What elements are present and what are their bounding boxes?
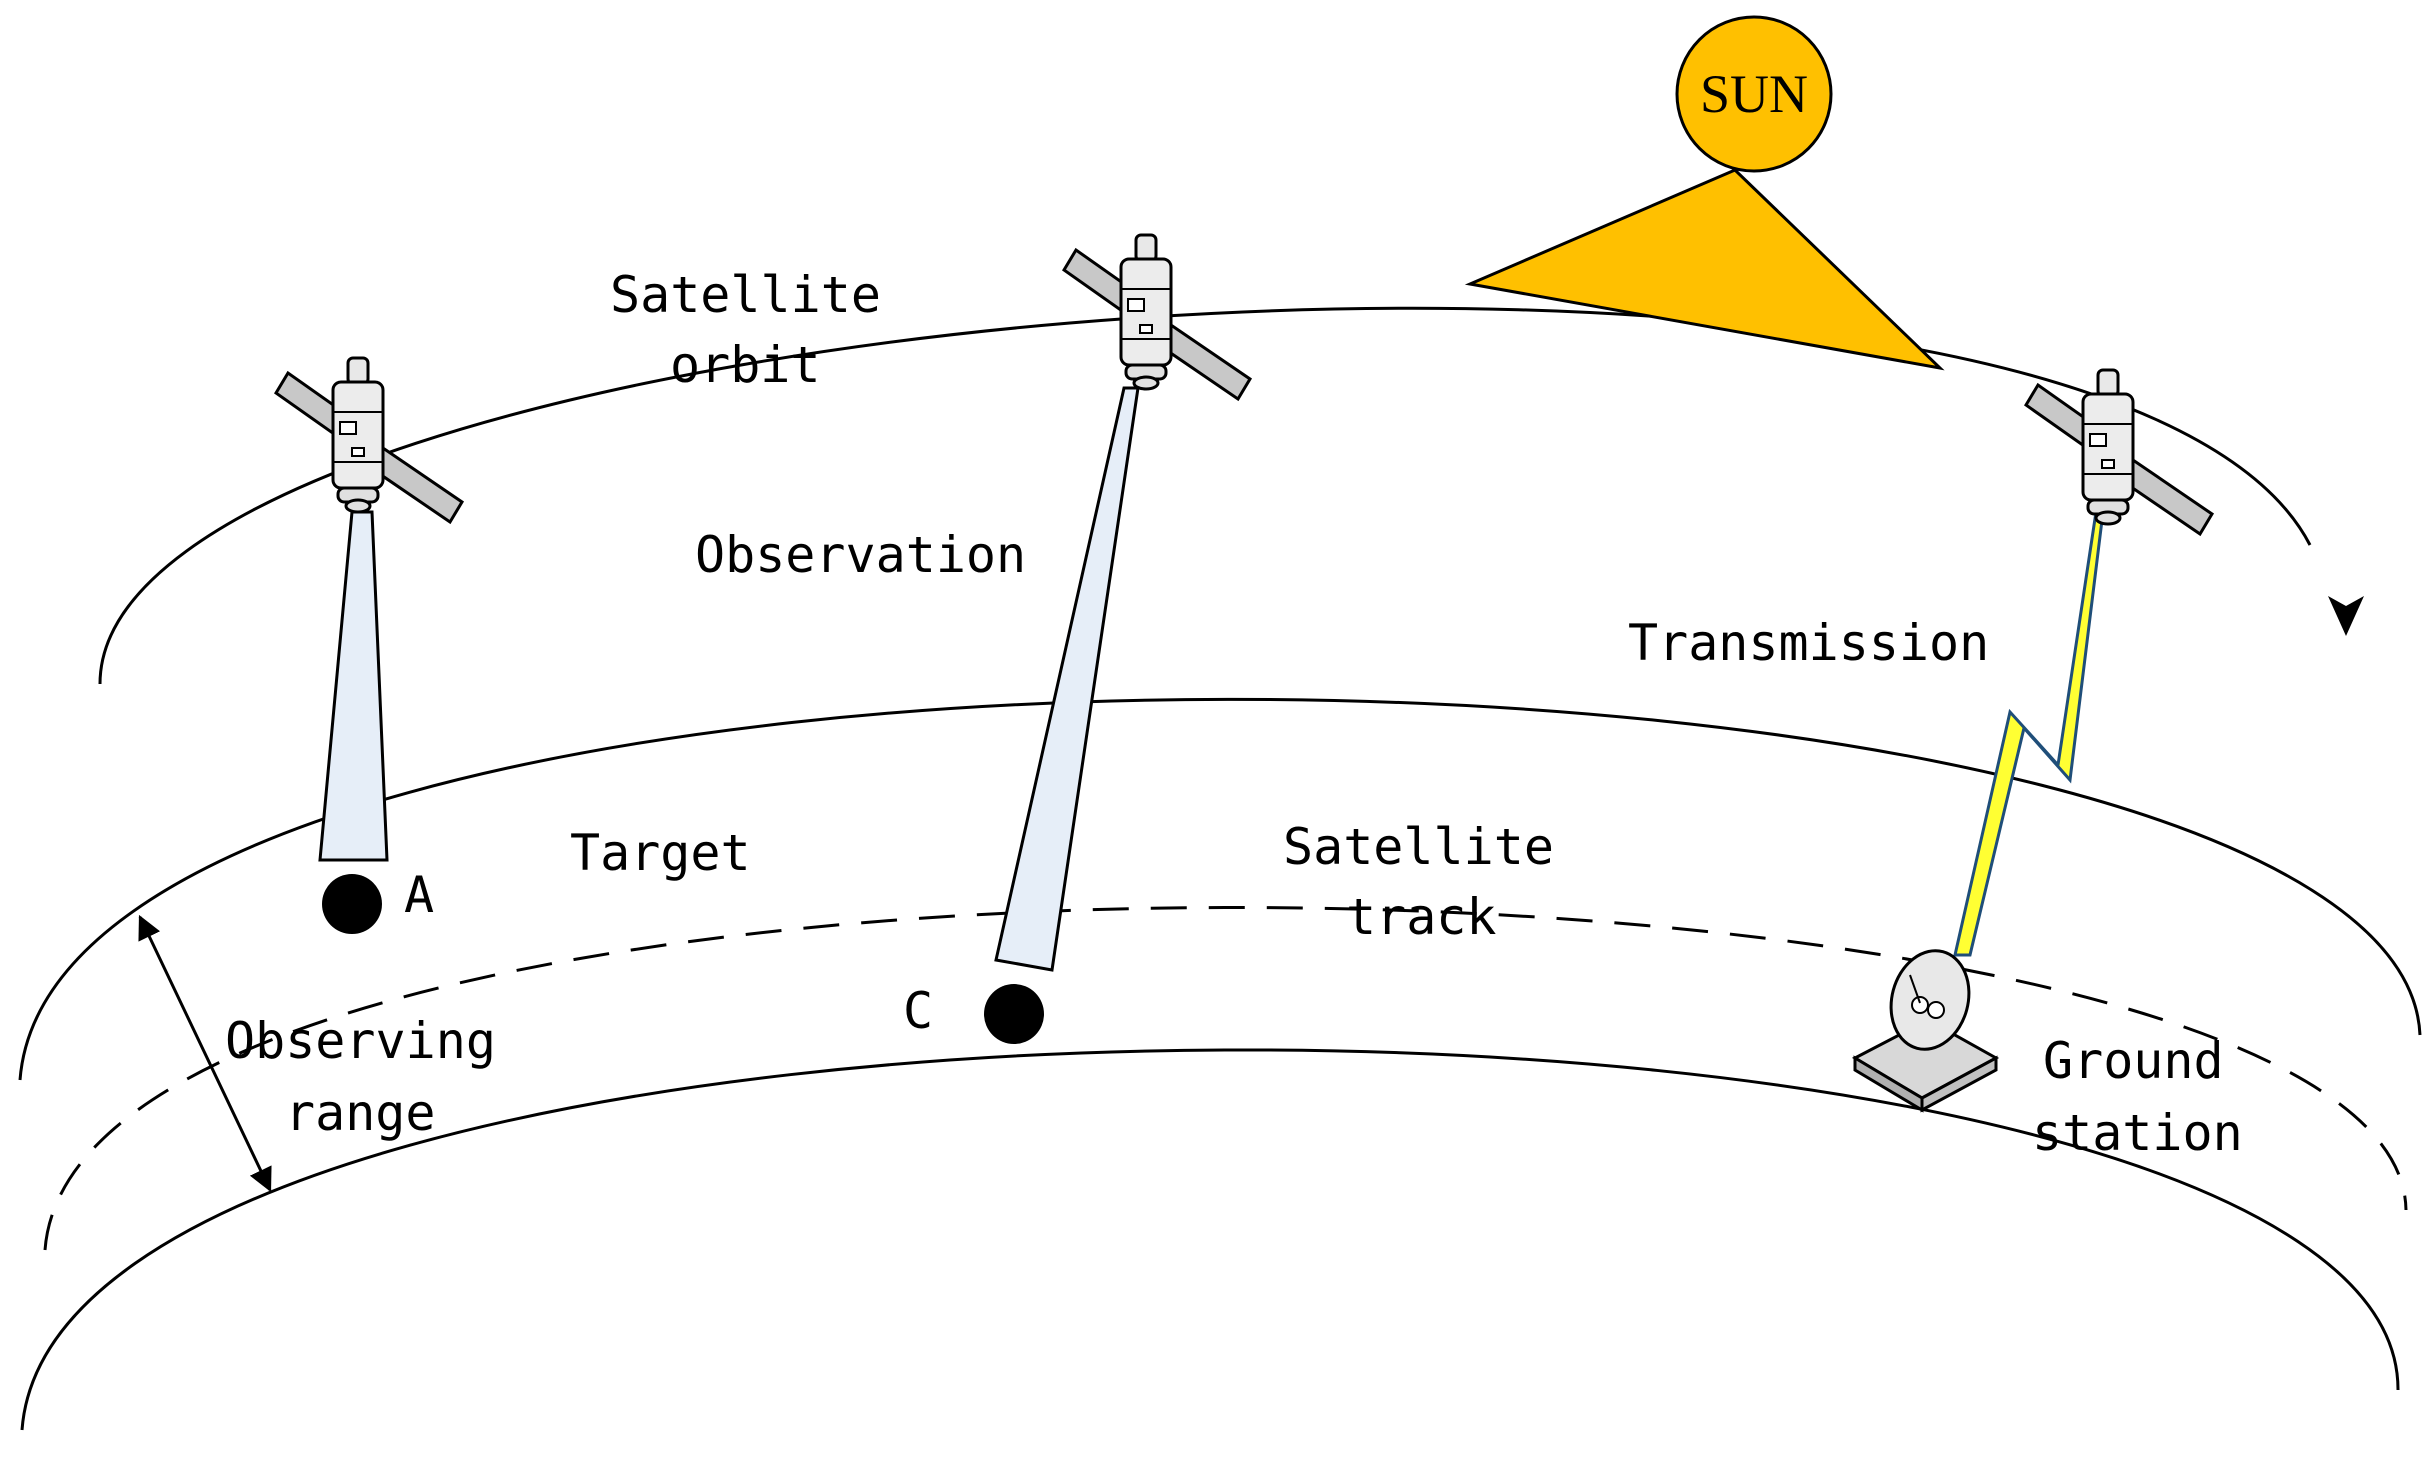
- target-label: Target: [570, 824, 751, 882]
- orbit-direction-arrow: [2328, 596, 2364, 636]
- observing-range-arrow: [138, 914, 272, 1193]
- target-point-a: [322, 874, 382, 934]
- observing-range-label-line2: range: [285, 1084, 436, 1142]
- satellite-track-label-line2: track: [1346, 888, 1497, 946]
- satellite-orbit-label-line1: Satellite: [610, 266, 881, 324]
- observation-beam-a: [318, 510, 389, 862]
- sun-rays: [1464, 168, 1945, 371]
- sun-label: SUN: [1700, 64, 1808, 124]
- target-point-c: [984, 984, 1044, 1044]
- satellite-icon: [274, 356, 464, 524]
- earth-lower-surface: [20, 1048, 2400, 1431]
- satellite-orbit-label-line2: orbit: [670, 336, 821, 394]
- satellite-icon: [2024, 368, 2214, 536]
- observation-label: Observation: [695, 526, 1026, 584]
- satellite-icon: [1062, 233, 1252, 401]
- earth-upper-surface: [18, 697, 2422, 1081]
- ground-station-dish-icon: [1851, 949, 2000, 1113]
- sun-icon: [1675, 15, 1833, 173]
- ground-station-label-line2: station: [2032, 1104, 2243, 1162]
- observing-range-label-line1: Observing: [225, 1012, 496, 1070]
- point-c-label: C: [903, 982, 933, 1040]
- point-a-label: A: [404, 866, 434, 924]
- satellite-track-label-line1: Satellite: [1283, 818, 1554, 876]
- transmission-label: Transmission: [1628, 614, 1989, 672]
- ground-station-label-line1: Ground: [2043, 1032, 2224, 1090]
- lightning-bolt-icon: [1953, 510, 2105, 957]
- observation-beam-c: [994, 386, 1140, 972]
